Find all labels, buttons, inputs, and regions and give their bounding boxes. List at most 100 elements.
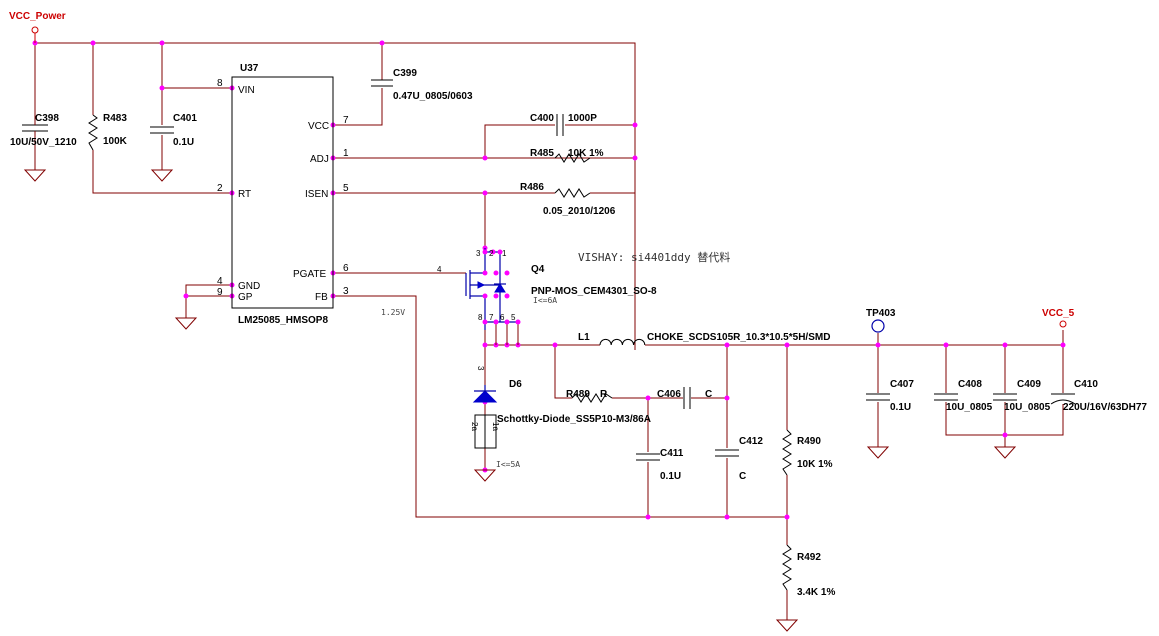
- resistor-r489: R489 R: [566, 389, 613, 403]
- pin-vin-num: 8: [217, 78, 223, 89]
- ground-symbol: [23, 169, 47, 182]
- d6-note: I<=5A: [496, 460, 520, 469]
- tp403-label: TP403: [866, 308, 896, 319]
- c409-value: 10U_0805: [1004, 402, 1051, 413]
- d6-value: Schottky-Diode_SS5P10-M3/86A: [497, 414, 651, 425]
- ground-symbol: [775, 619, 799, 632]
- q4-pin-6: 6: [500, 313, 505, 322]
- d6-pin-2a: 2a: [470, 422, 479, 431]
- c411-value: 0.1U: [660, 471, 681, 482]
- r483-ref: R483: [103, 113, 127, 124]
- ground-symbol: [150, 169, 174, 182]
- capacitor-c412: C412 C: [715, 436, 763, 482]
- pin-rt-num: 2: [217, 183, 223, 194]
- resistor-r492: R492 3.4K 1%: [782, 544, 835, 598]
- pin-isen-num: 5: [343, 183, 349, 194]
- resistor-r490: R490 10K 1%: [782, 429, 833, 476]
- c410-value: 220U/16V/63DH77: [1063, 402, 1147, 413]
- capacitor-c399: C399 0.47U_0805/0603: [371, 68, 473, 102]
- r490-ref: R490: [797, 436, 821, 447]
- d6-pin-top: 3: [476, 366, 485, 371]
- net-vcc-5: VCC_5: [1042, 308, 1075, 328]
- d6-ref: D6: [509, 379, 522, 390]
- r492-value: 3.4K 1%: [797, 587, 835, 598]
- net-vcc-power: VCC_Power: [9, 11, 66, 43]
- c412-ref: C412: [739, 436, 763, 447]
- c410-ref: C410: [1074, 379, 1098, 390]
- c408-ref: C408: [958, 379, 982, 390]
- r492-ref: R492: [797, 552, 821, 563]
- pin-adj-num: 1: [343, 148, 349, 159]
- ground-symbol: [473, 469, 497, 482]
- pin-rt-name: RT: [238, 189, 251, 200]
- test-point-tp403: TP403: [866, 308, 896, 333]
- q4-ref: Q4: [531, 264, 545, 275]
- c399-ref: C399: [393, 68, 417, 79]
- q4-pin-2: 2: [489, 249, 494, 258]
- l1-value: CHOKE_SCDS105R_10.3*10.5*5H/SMD: [647, 332, 830, 343]
- pin-pgate-num: 6: [343, 263, 349, 274]
- inductor-l1: L1 CHOKE_SCDS105R_10.3*10.5*5H/SMD: [578, 332, 830, 346]
- ground-symbol: [993, 446, 1017, 459]
- c408-value: 10U_0805: [946, 402, 993, 413]
- capacitor-c398: C398 10U/50V_1210: [10, 113, 77, 148]
- pin-vcc-num: 7: [343, 115, 349, 126]
- r489-ref: R489: [566, 389, 590, 400]
- c407-ref: C407: [890, 379, 914, 390]
- c406-ref: C406: [657, 389, 681, 400]
- pin-fb-name: FB: [315, 292, 328, 303]
- c400-value: 1000P: [568, 113, 597, 124]
- vishay-note: VISHAY: si4401ddy 替代料: [578, 250, 730, 264]
- vcc-5-label: VCC_5: [1042, 308, 1075, 319]
- r490-value: 10K 1%: [797, 459, 833, 470]
- capacitor-c411: C411 0.1U: [636, 448, 684, 482]
- c411-ref: C411: [660, 448, 684, 459]
- diode-d6: 3 2a 1a D6 Schottky-Diode_SS5P10-M3/86A …: [470, 366, 651, 469]
- c407-value: 0.1U: [890, 402, 911, 413]
- capacitor-c410: C410 220U/16V/63DH77: [1050, 379, 1147, 413]
- q4-pin-1: 1: [502, 249, 507, 258]
- c412-value: C: [739, 471, 746, 482]
- r483-value: 100K: [103, 136, 128, 147]
- ic-u37: U37 LM25085_HMSOP8 VIN 8 RT 2 GND 4 GP 9…: [217, 63, 349, 326]
- u37-ref: U37: [240, 63, 259, 74]
- pin-gp-name: GP: [238, 292, 253, 303]
- c401-ref: C401: [173, 113, 197, 124]
- mosfet-q4: 4 3 2 1 8 7 6 5 Q4 PNP-MOS_CEM4301_SO-8 …: [437, 248, 657, 345]
- q4-pin-7: 7: [489, 313, 494, 322]
- d6-pin-1a: 1a: [491, 422, 500, 431]
- c400-ref: C400: [530, 113, 554, 124]
- capacitor-c409: C409 10U_0805: [993, 379, 1051, 413]
- pin-pgate-name: PGATE: [293, 269, 326, 280]
- r486-ref: R486: [520, 182, 544, 193]
- l1-ref: L1: [578, 332, 590, 343]
- capacitor-c408: C408 10U_0805: [934, 379, 993, 413]
- pin-fb-num: 3: [343, 286, 349, 297]
- capacitor-c400: C400 1000P: [530, 113, 597, 136]
- capacitor-c407: C407 0.1U: [866, 379, 914, 413]
- c399-value: 0.47U_0805/0603: [393, 91, 473, 102]
- fb-voltage-note: 1.25V: [381, 308, 405, 317]
- pin-gnd-name: GND: [238, 281, 260, 292]
- q4-gate-pin: 4: [437, 265, 442, 274]
- ground-symbol: [866, 446, 890, 459]
- u37-part: LM25085_HMSOP8: [238, 315, 328, 326]
- q4-note: I<=6A: [533, 296, 557, 305]
- c398-ref: C398: [35, 113, 59, 124]
- q4-pin-8: 8: [478, 313, 483, 322]
- pin-gp-num: 9: [217, 287, 223, 298]
- q4-pin-5: 5: [511, 313, 516, 322]
- ground-symbol: [174, 317, 198, 330]
- c409-ref: C409: [1017, 379, 1041, 390]
- capacitor-c401: C401 0.1U: [150, 113, 197, 148]
- c406-value: C: [705, 389, 712, 400]
- r485-ref: R485: [530, 148, 554, 159]
- capacitor-c406: C406 C: [657, 387, 712, 409]
- resistor-r485: R485 10K 1%: [530, 148, 604, 163]
- r489-value: R: [600, 389, 608, 400]
- pin-vin-name: VIN: [238, 85, 255, 96]
- vcc-power-label: VCC_Power: [9, 11, 66, 22]
- pin-isen-name: ISEN: [305, 189, 328, 200]
- resistor-r483: R483 100K: [88, 113, 128, 151]
